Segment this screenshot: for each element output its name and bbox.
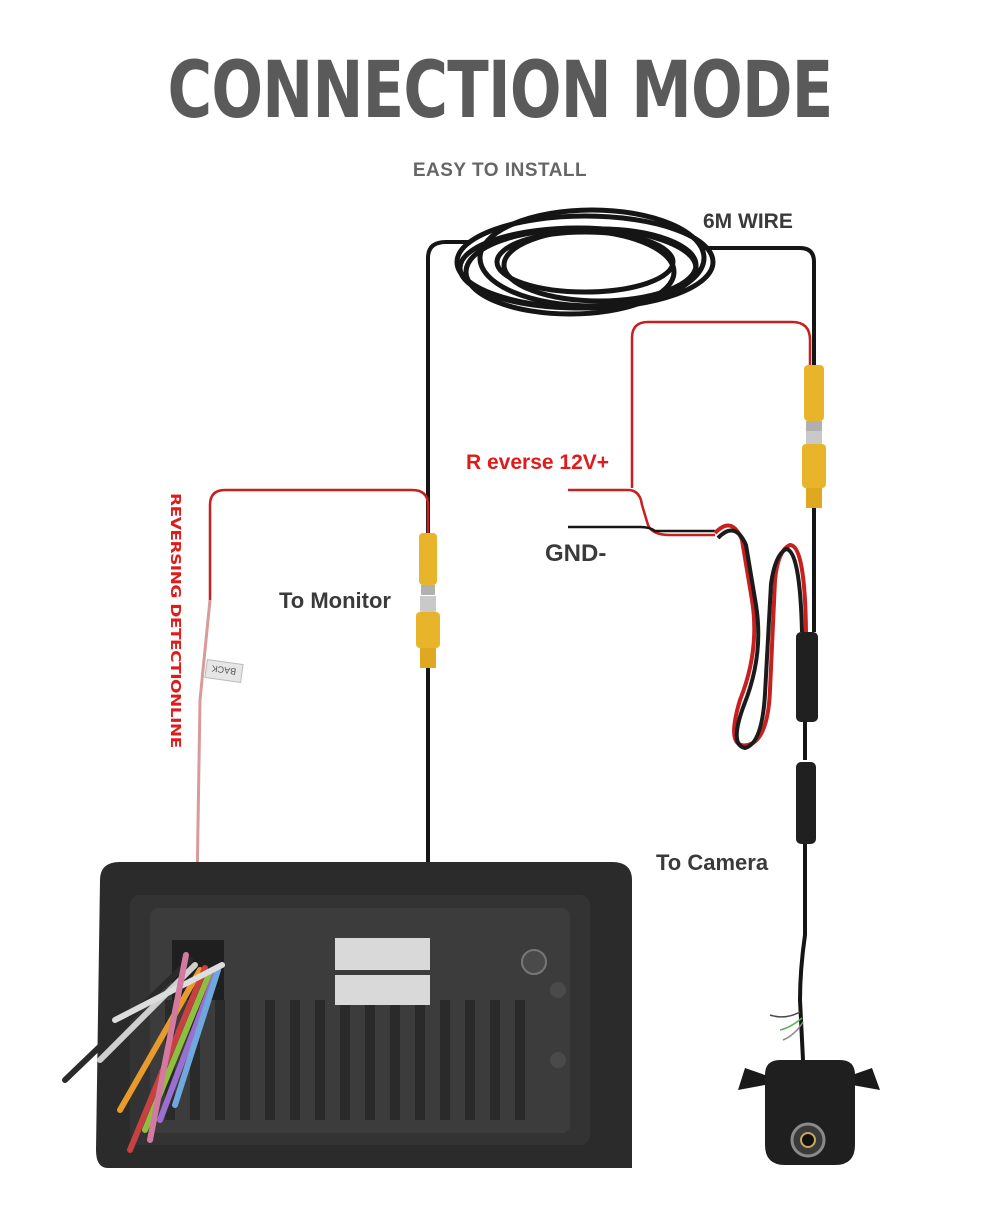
camera-cable (797, 720, 807, 1061)
rca-connector-icon (802, 365, 826, 508)
to-camera-label: To Camera (656, 850, 769, 875)
wire-length-label: 6M WIRE (703, 210, 793, 233)
cable-coil-icon (454, 207, 716, 317)
reverse-power-label: R everse 12V+ (466, 451, 610, 474)
back-tag-label: BACK (211, 663, 237, 676)
back-tag: BACK (204, 659, 244, 683)
head-unit-icon (96, 862, 632, 1168)
page-subtitle: EASY TO INSTALL (412, 160, 588, 181)
power-wire-loop (713, 523, 808, 751)
to-monitor-label: To Monitor (279, 588, 391, 613)
gnd-wire (568, 525, 715, 533)
rca-connector-icon (416, 533, 440, 668)
inline-connector (796, 632, 818, 722)
page-title: CONNECTION MODE (167, 46, 834, 136)
camera-icon (738, 1060, 880, 1165)
detection-line-label: REVERSING DETECTIONLINE (167, 493, 183, 748)
wire-harness (62, 952, 225, 1153)
inline-connector (796, 762, 816, 844)
main-video-cable (426, 240, 816, 940)
ground-label: GND- (545, 540, 607, 567)
camera-wire-pigtails (769, 1011, 804, 1041)
reverse-trigger-wire (208, 320, 812, 600)
